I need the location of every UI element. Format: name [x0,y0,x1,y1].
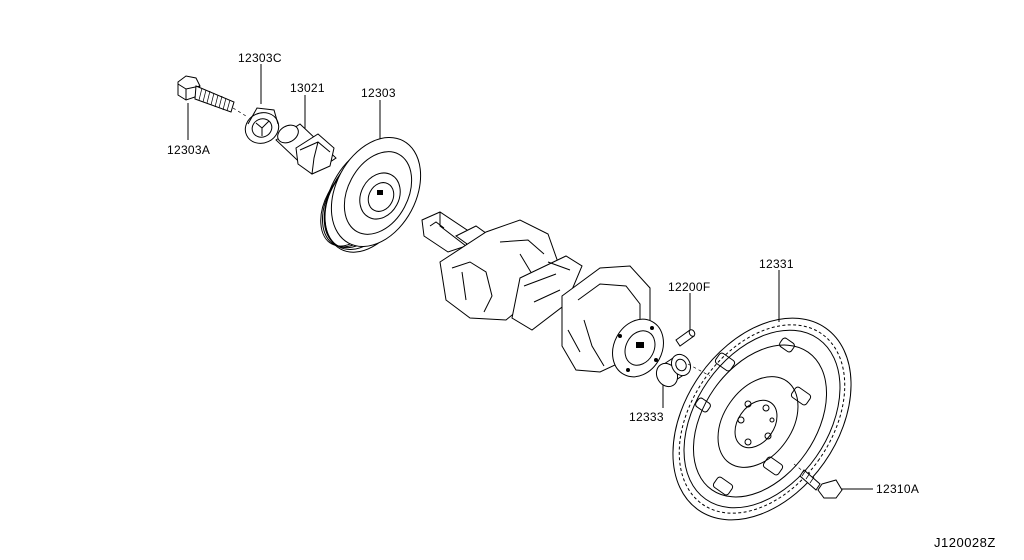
crankshaft-pin[interactable] [675,329,696,347]
pilot-bushing[interactable] [652,351,694,390]
flywheel[interactable] [636,284,888,553]
callout-12333[interactable]: 12333 [629,410,664,424]
diagram-id: J120028Z [934,535,996,550]
callout-12331[interactable]: 12331 [759,257,794,271]
crankshaft-key[interactable] [274,122,337,175]
callout-12303C[interactable]: 12303C [238,51,282,65]
shaft-axis [232,107,805,473]
crank-pulley[interactable] [307,122,438,267]
callout-12200F[interactable]: 12200F [668,280,711,294]
flywheel-bolt[interactable] [799,469,843,499]
callout-12303A[interactable]: 12303A [167,143,211,157]
crankshaft [421,211,664,378]
callout-12310A[interactable]: 12310A [876,482,920,496]
crank-pulley-bolt[interactable] [177,75,235,113]
callout-13021[interactable]: 13021 [290,81,325,95]
callout-12303[interactable]: 12303 [361,86,396,100]
pulley-washer[interactable] [240,107,283,149]
